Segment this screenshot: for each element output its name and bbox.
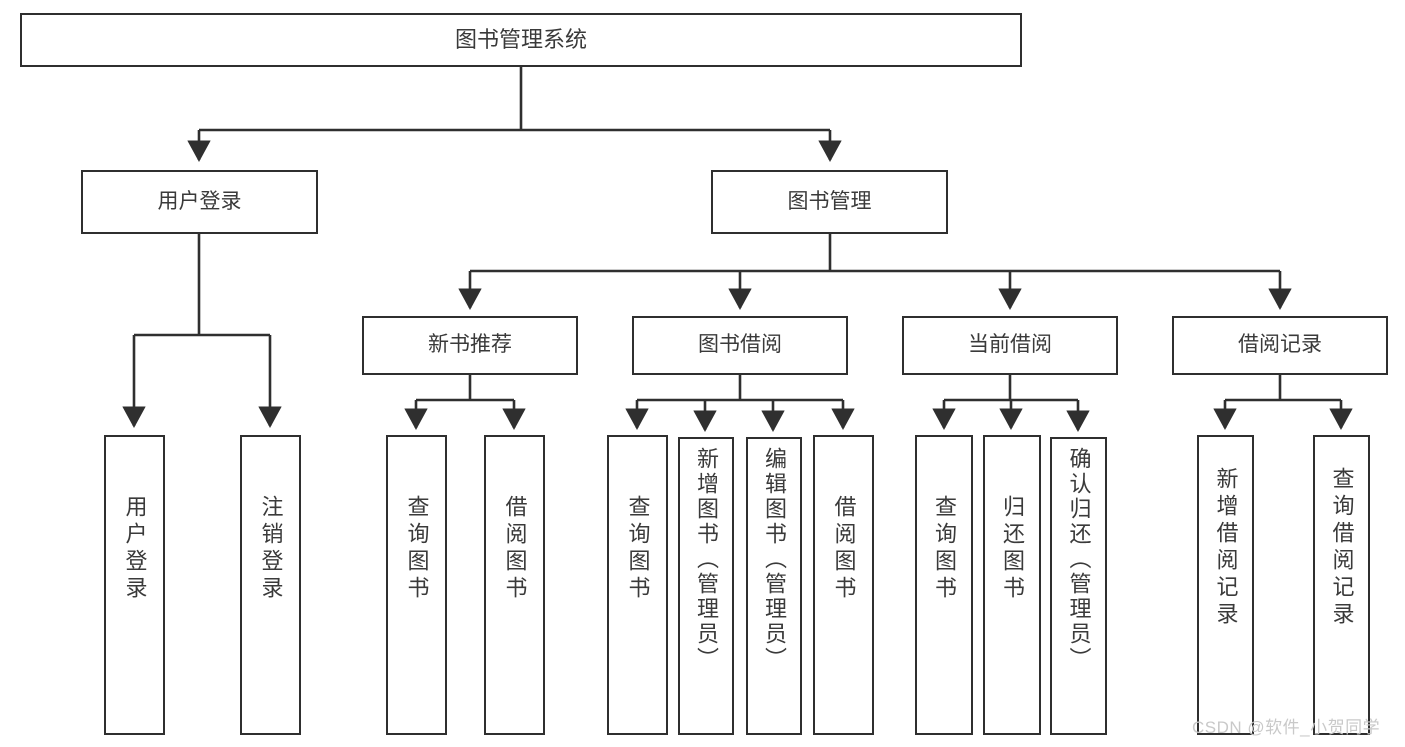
node-label: 图书管理 (787, 189, 872, 213)
node-user-login[interactable]: 用户登录 (81, 170, 318, 234)
leaf-add-book-admin[interactable]: 新增图书（管理员） (678, 437, 734, 735)
node-label: 查询图书 (625, 495, 651, 603)
node-label: 当前借阅 (968, 333, 1052, 357)
node-label: 编辑图书（管理员） (762, 447, 787, 672)
leaf-borrow-book-borrow[interactable]: 借阅图书 (813, 435, 874, 735)
node-label: 查询图书 (932, 495, 957, 603)
leaf-user-login[interactable]: 用户登录 (104, 435, 165, 735)
leaf-borrow-book-recommendation[interactable]: 借阅图书 (484, 435, 545, 735)
leaf-confirm-return-admin[interactable]: 确认归还（管理员） (1050, 437, 1107, 735)
leaf-query-book-borrow[interactable]: 查询图书 (607, 435, 668, 735)
node-label: 借阅图书 (831, 495, 857, 603)
node-book-borrow[interactable]: 图书借阅 (632, 316, 848, 375)
node-label: 查询借阅记录 (1329, 467, 1355, 629)
leaf-logout[interactable]: 注销登录 (240, 435, 301, 735)
node-label: 新增借阅记录 (1213, 467, 1239, 629)
node-current-borrow[interactable]: 当前借阅 (902, 316, 1118, 375)
node-label: 新书推荐 (428, 333, 512, 357)
leaf-add-borrow-record[interactable]: 新增借阅记录 (1197, 435, 1254, 735)
node-label: 借阅记录 (1238, 333, 1322, 357)
node-book-manage[interactable]: 图书管理 (711, 170, 948, 234)
node-label: 用户登录 (157, 189, 242, 213)
leaf-query-book-current[interactable]: 查询图书 (915, 435, 973, 735)
leaf-query-borrow-record[interactable]: 查询借阅记录 (1313, 435, 1370, 735)
node-label: 借阅图书 (502, 495, 528, 603)
node-root-book-management-system[interactable]: 图书管理系统 (20, 13, 1022, 67)
csdn-watermark: CSDN @软件_小贺同学 (1192, 718, 1381, 737)
node-borrow-record[interactable]: 借阅记录 (1172, 316, 1388, 375)
node-label: 归还图书 (1000, 495, 1025, 603)
node-new-book-recommendation[interactable]: 新书推荐 (362, 316, 578, 375)
node-label: 查询图书 (404, 495, 430, 603)
node-label: 用户登录 (122, 495, 148, 603)
leaf-edit-book-admin[interactable]: 编辑图书（管理员） (746, 437, 802, 735)
node-label: 新增图书（管理员） (694, 447, 719, 672)
leaf-query-book-recommendation[interactable]: 查询图书 (386, 435, 447, 735)
leaf-return-book[interactable]: 归还图书 (983, 435, 1041, 735)
node-label: 图书管理系统 (454, 27, 587, 53)
node-label: 注销登录 (258, 495, 284, 603)
node-label: 确认归还（管理员） (1066, 447, 1092, 672)
node-label: 图书借阅 (698, 333, 782, 357)
